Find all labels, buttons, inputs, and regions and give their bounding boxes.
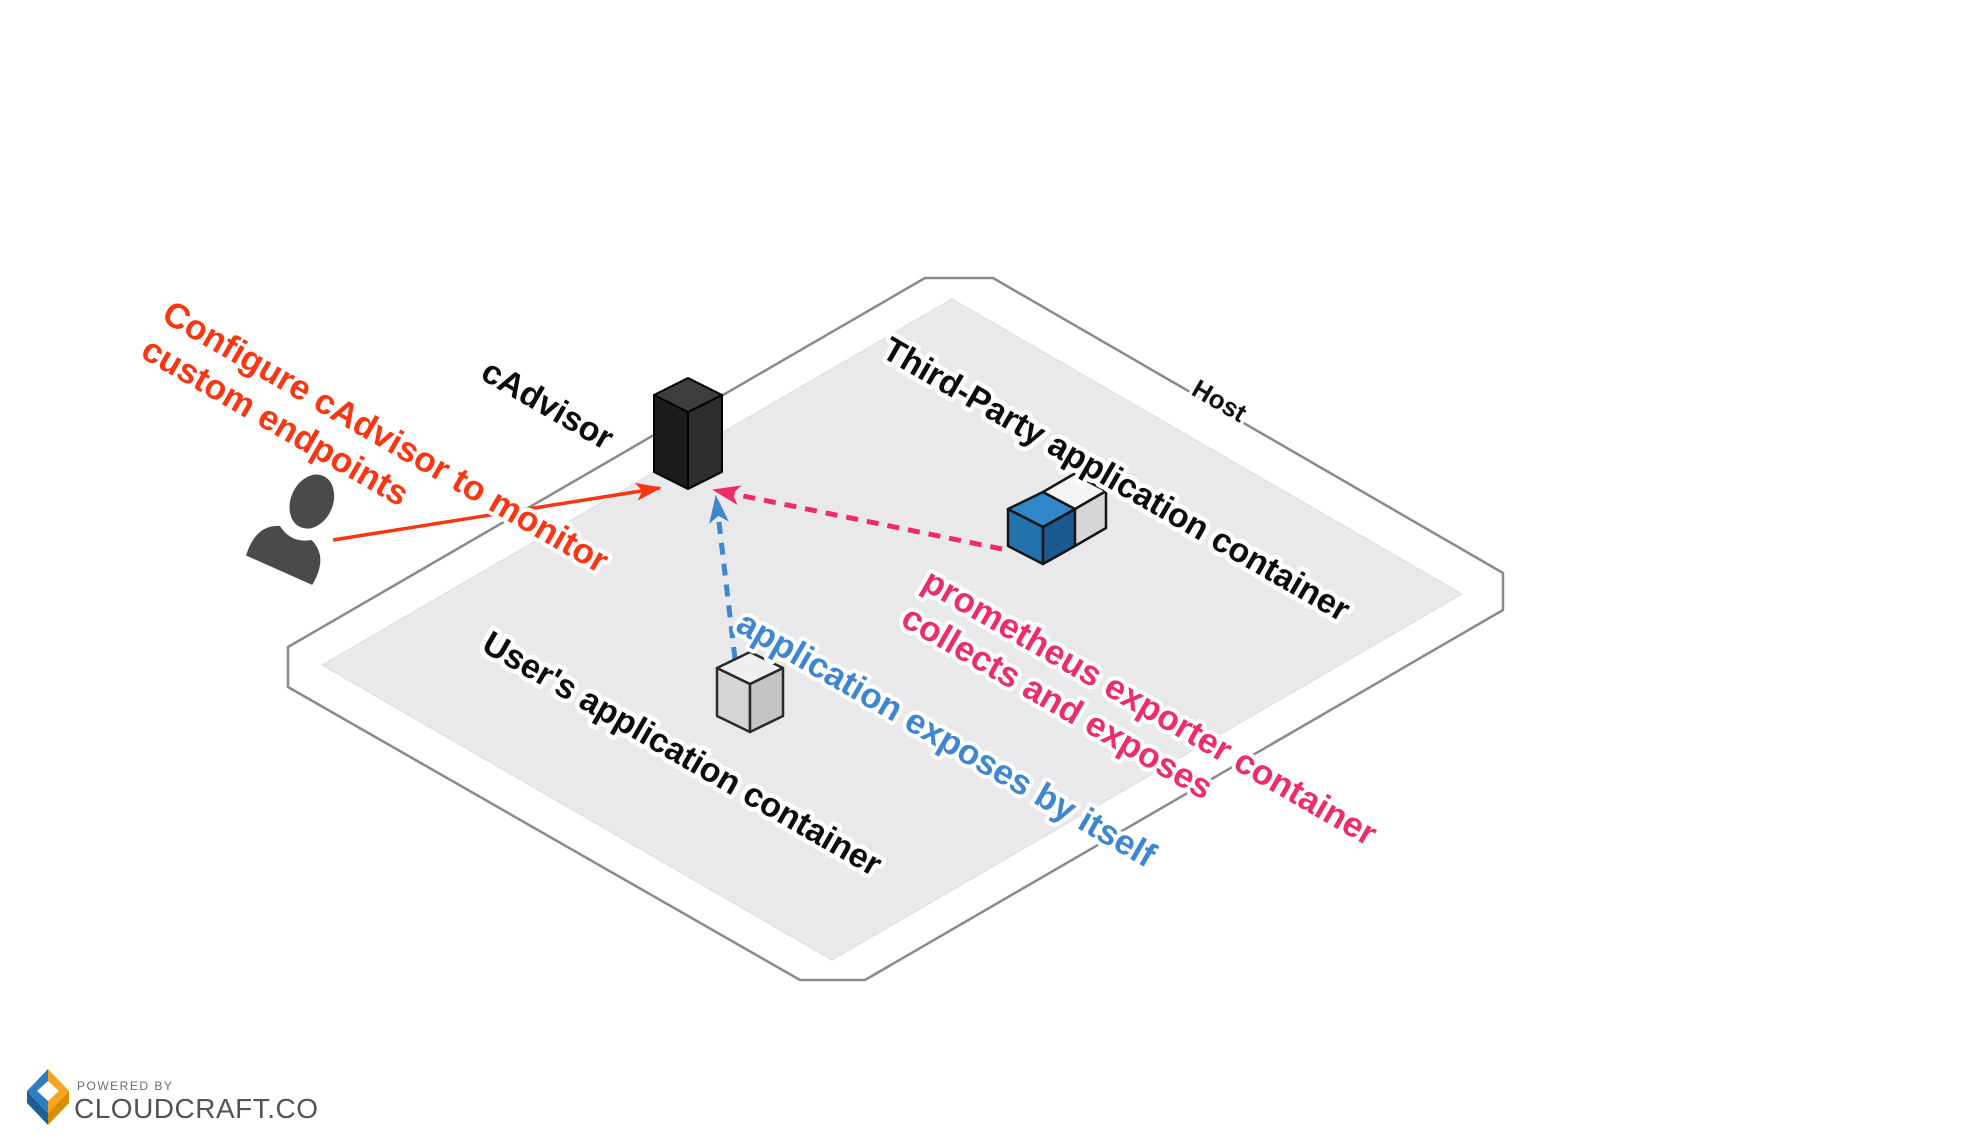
cadvisor-server-icon [653,377,723,490]
user-icon [241,470,339,591]
host-platform [286,276,1505,982]
red-arrow [332,482,662,542]
container-blue-icon [1006,472,1108,566]
host-surface [321,298,1463,961]
user-head [285,470,339,533]
configure-line1: Configure cAdvisor to monitor [156,293,615,581]
blue-dashed-arrow [709,495,738,660]
pink-dashed-arrow [712,485,1003,552]
brand-label: CLOUDCRAFT.CO [74,1093,319,1124]
user-body [241,521,325,591]
container-white-icon [715,650,785,734]
powered-by-label: POWERED BY [77,1079,173,1093]
cloudcraft-logo-icon [27,1069,69,1125]
cadvisor-label: cAdvisor [475,352,620,458]
